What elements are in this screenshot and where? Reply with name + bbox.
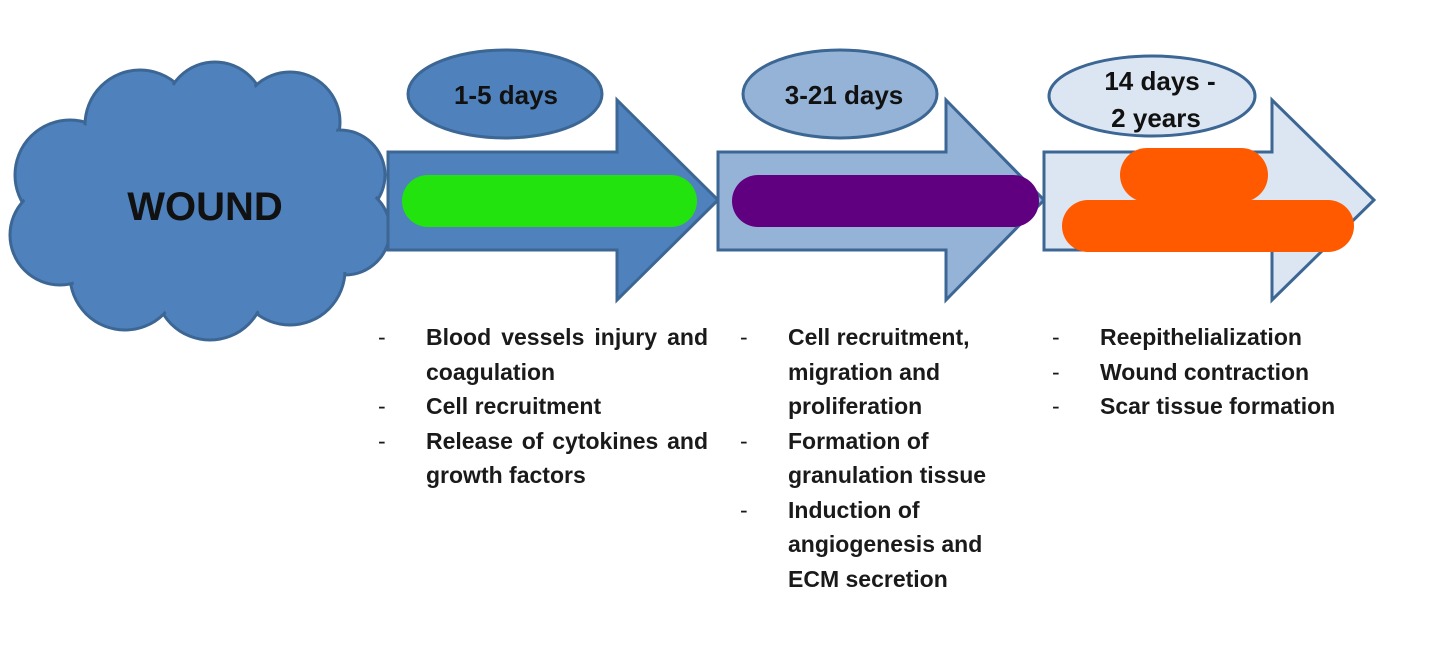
phase3-duration-line2: 2 years: [1111, 103, 1201, 133]
phase3-bar-top: [1120, 148, 1268, 202]
phase3-arrow-group: 14 days - 2 years: [1042, 54, 1377, 304]
wound-cloud: WOUND: [8, 60, 392, 342]
phase2-arrow-group: 3-21 days: [716, 48, 1047, 304]
list-item: Cell recruitment: [378, 389, 708, 424]
list-item: Blood vessels injury and coagulation: [378, 320, 708, 389]
list-item: Cell recruitment, migration and prolifer…: [740, 320, 1030, 424]
phase2-bar: [732, 175, 1039, 227]
list-item: Reepithelialization: [1052, 320, 1392, 355]
wound-label: WOUND: [127, 185, 283, 229]
list-item: Formation of granulation tissue: [740, 424, 1030, 493]
cloud-fill: [13, 65, 387, 337]
phase3-bar-bottom: [1062, 200, 1354, 252]
phase2-duration-oval: [741, 48, 939, 140]
phase3-list: Reepithelialization Wound contraction Sc…: [1052, 320, 1392, 424]
phase2-duration: 3-21 days: [785, 80, 904, 110]
list-item: Release of cytokines and growth factors: [378, 424, 708, 493]
phase1-arrow-group: 1-5 days: [386, 48, 721, 304]
phase1-list: Blood vessels injury and coagulation Cel…: [378, 320, 708, 493]
phase2-list: Cell recruitment, migration and prolifer…: [740, 320, 1030, 596]
phase1-duration-oval: [406, 48, 604, 140]
phase3-duration-oval: [1047, 54, 1257, 138]
phase1-duration: 1-5 days: [454, 80, 558, 110]
list-item: Scar tissue formation: [1052, 389, 1392, 424]
list-item: Induction of angiogenesis and ECM secret…: [740, 493, 1030, 597]
list-item: Wound contraction: [1052, 355, 1392, 390]
phase3-duration-line1: 14 days -: [1104, 66, 1215, 96]
phase1-bar: [402, 175, 697, 227]
